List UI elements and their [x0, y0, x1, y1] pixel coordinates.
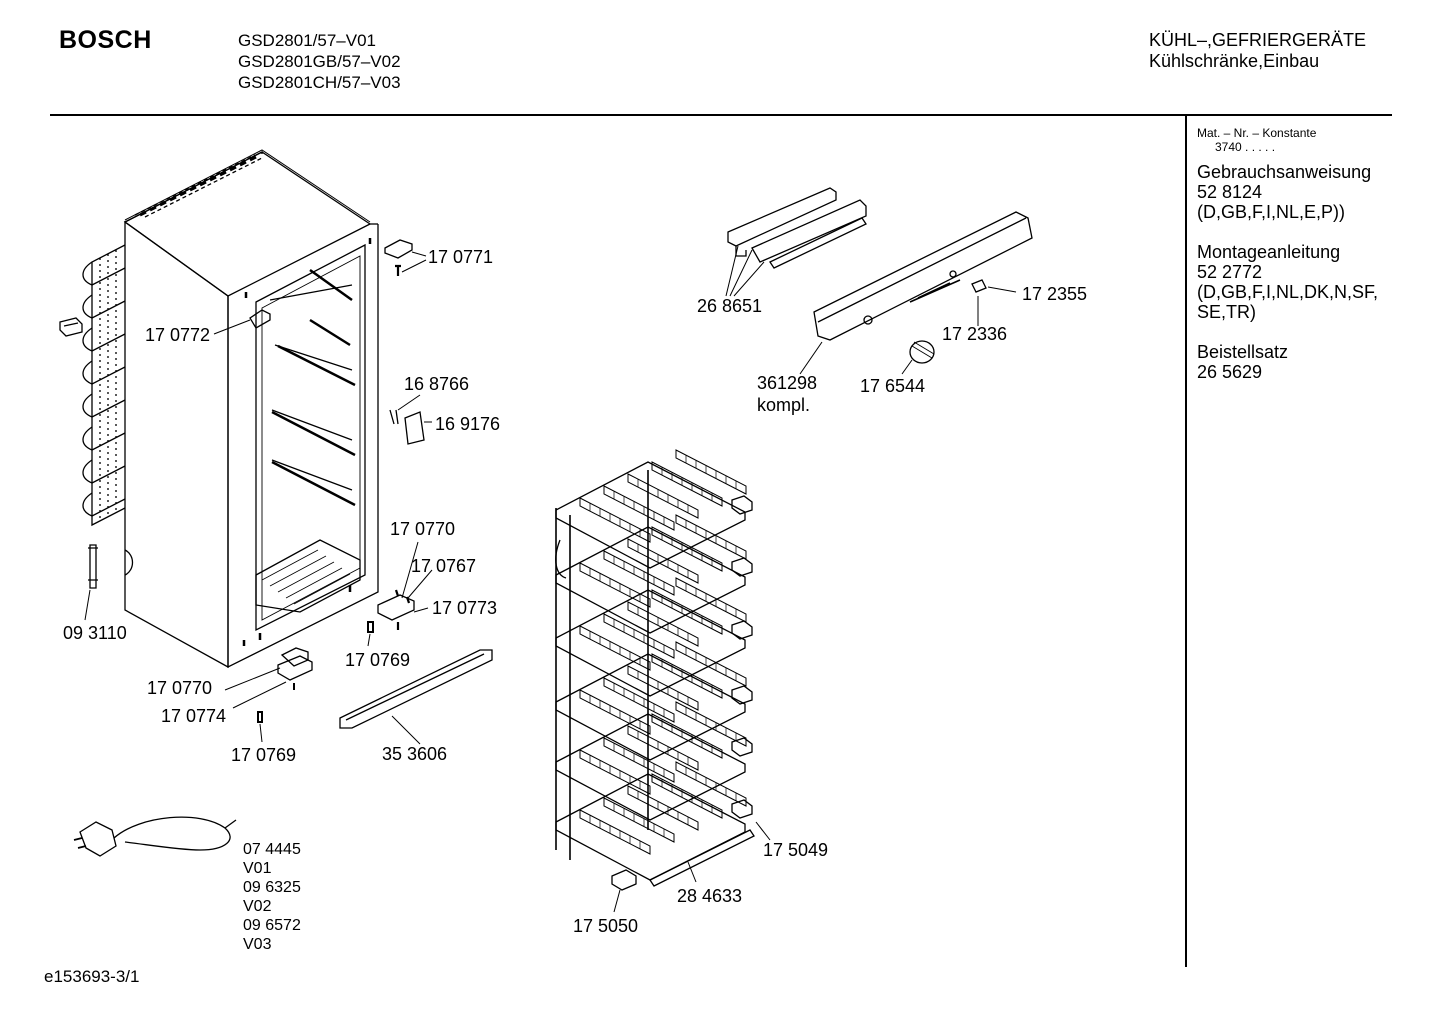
- plinth-grille: [340, 650, 492, 728]
- condenser-coil: [83, 245, 125, 525]
- cable-part: 07 4445: [243, 841, 301, 858]
- doc-installation-guide: Montageanleitung 52 2772 (D,GB,F,I,NL,DK…: [1197, 242, 1378, 322]
- part-label: 17 2336: [942, 324, 1008, 344]
- control-panel: [814, 212, 1032, 340]
- wire-shelves: [556, 450, 746, 880]
- part-label: 17 0769: [231, 745, 297, 765]
- doc-languages: (D,GB,F,I,NL,DK,N,SF,: [1197, 282, 1379, 302]
- material-number-value: 3740 . . . . .: [1215, 140, 1276, 154]
- category-heading: KÜHL–,GEFRIERGERÄTE Kühlschränke,Einbau: [1149, 30, 1366, 72]
- hinge-bottom: [258, 590, 414, 722]
- doc-number: 52 8124: [1197, 182, 1263, 202]
- part-label: 09 3110: [63, 623, 127, 643]
- model-number: GSD2801CH/57–V03: [238, 73, 401, 92]
- doc-number: 26 5629: [1197, 362, 1263, 382]
- doc-title: Gebrauchsanweisung: [1197, 162, 1372, 182]
- wire-shelf: [556, 642, 746, 760]
- part-label: 17 0773: [432, 598, 498, 618]
- category-sub: Kühlschränke,Einbau: [1149, 51, 1320, 71]
- panel-rails: [728, 188, 866, 268]
- cable-part: 09 6325: [243, 879, 301, 896]
- sidebar-info: Mat. – Nr. – Konstante 3740 . . . . . Ge…: [1197, 126, 1378, 382]
- category-main: KÜHL–,GEFRIERGERÄTE: [1149, 30, 1367, 50]
- shelf-rack: [556, 470, 648, 860]
- exploded-view-drawing: [0, 0, 1185, 960]
- part-label: 17 0772: [145, 325, 211, 345]
- wire-shelf: [556, 515, 746, 633]
- part-label: 17 0767: [411, 556, 477, 576]
- cable-part: 09 6572: [243, 917, 301, 934]
- part-label: 16 9176: [435, 414, 501, 434]
- part-label: 17 0770: [147, 678, 213, 698]
- control-knob: [910, 280, 986, 363]
- part-label: kompl.: [757, 395, 811, 415]
- power-cable: [74, 817, 236, 856]
- doc-languages: (D,GB,F,I,NL,E,P)): [1197, 202, 1346, 222]
- part-label: 17 5050: [573, 916, 639, 936]
- doc-languages: SE,TR): [1197, 302, 1257, 322]
- part-label: 17 6544: [860, 376, 926, 396]
- part-label: 26 8651: [697, 296, 763, 316]
- wire-shelf: [556, 762, 746, 880]
- part-label: 361298: [757, 373, 818, 393]
- drawing-code: e153693-3/1: [44, 967, 140, 986]
- model-list: GSD2801/57–V01 GSD2801GB/57–V02 GSD2801C…: [238, 30, 401, 93]
- cable-part-list: 07 4445 V01 09 6325 V02 09 6572 V03: [243, 840, 301, 954]
- part-label: 17 5049: [763, 840, 829, 860]
- cable-part: V03: [243, 936, 272, 953]
- drain-tube: [88, 545, 98, 588]
- model-number: GSD2801/57–V01: [238, 31, 376, 50]
- part-label: 17 2355: [1022, 284, 1088, 304]
- doc-user-manual: Gebrauchsanweisung 52 8124 (D,GB,F,I,NL,…: [1197, 162, 1378, 222]
- doc-accessory-kit: Beistellsatz 26 5629: [1197, 342, 1378, 382]
- drain-bracket: [60, 318, 82, 336]
- brand-logo: BOSCH: [59, 26, 152, 54]
- part-label: 16 8766: [404, 374, 470, 394]
- cable-part: V02: [243, 898, 272, 915]
- doc-number: 52 2772: [1197, 262, 1263, 282]
- wire-shelf: [556, 578, 746, 696]
- cable-part: V01: [243, 860, 272, 877]
- wire-shelf: [556, 450, 746, 568]
- doc-title: Montageanleitung: [1197, 242, 1341, 262]
- header-divider: [50, 114, 1392, 116]
- wire-shelf: [556, 702, 746, 820]
- part-label: 17 0770: [390, 519, 456, 539]
- leader-lines: [85, 246, 1016, 912]
- shelf-clips: [612, 496, 754, 890]
- cabinet-body: [125, 150, 378, 667]
- part-label: 28 4633: [677, 886, 743, 906]
- part-label: 17 0769: [345, 650, 411, 670]
- model-number: GSD2801GB/57–V02: [238, 52, 401, 71]
- hinge-top: [250, 240, 412, 328]
- material-number-label: Mat. – Nr. – Konstante: [1197, 126, 1317, 140]
- doc-title: Beistellsatz: [1197, 342, 1289, 362]
- sidebar-divider: [1185, 116, 1187, 967]
- part-label: 17 0771: [428, 247, 494, 267]
- door-switch: [390, 410, 424, 444]
- part-label: 35 3606: [382, 744, 448, 764]
- part-label: 17 0774: [161, 706, 227, 726]
